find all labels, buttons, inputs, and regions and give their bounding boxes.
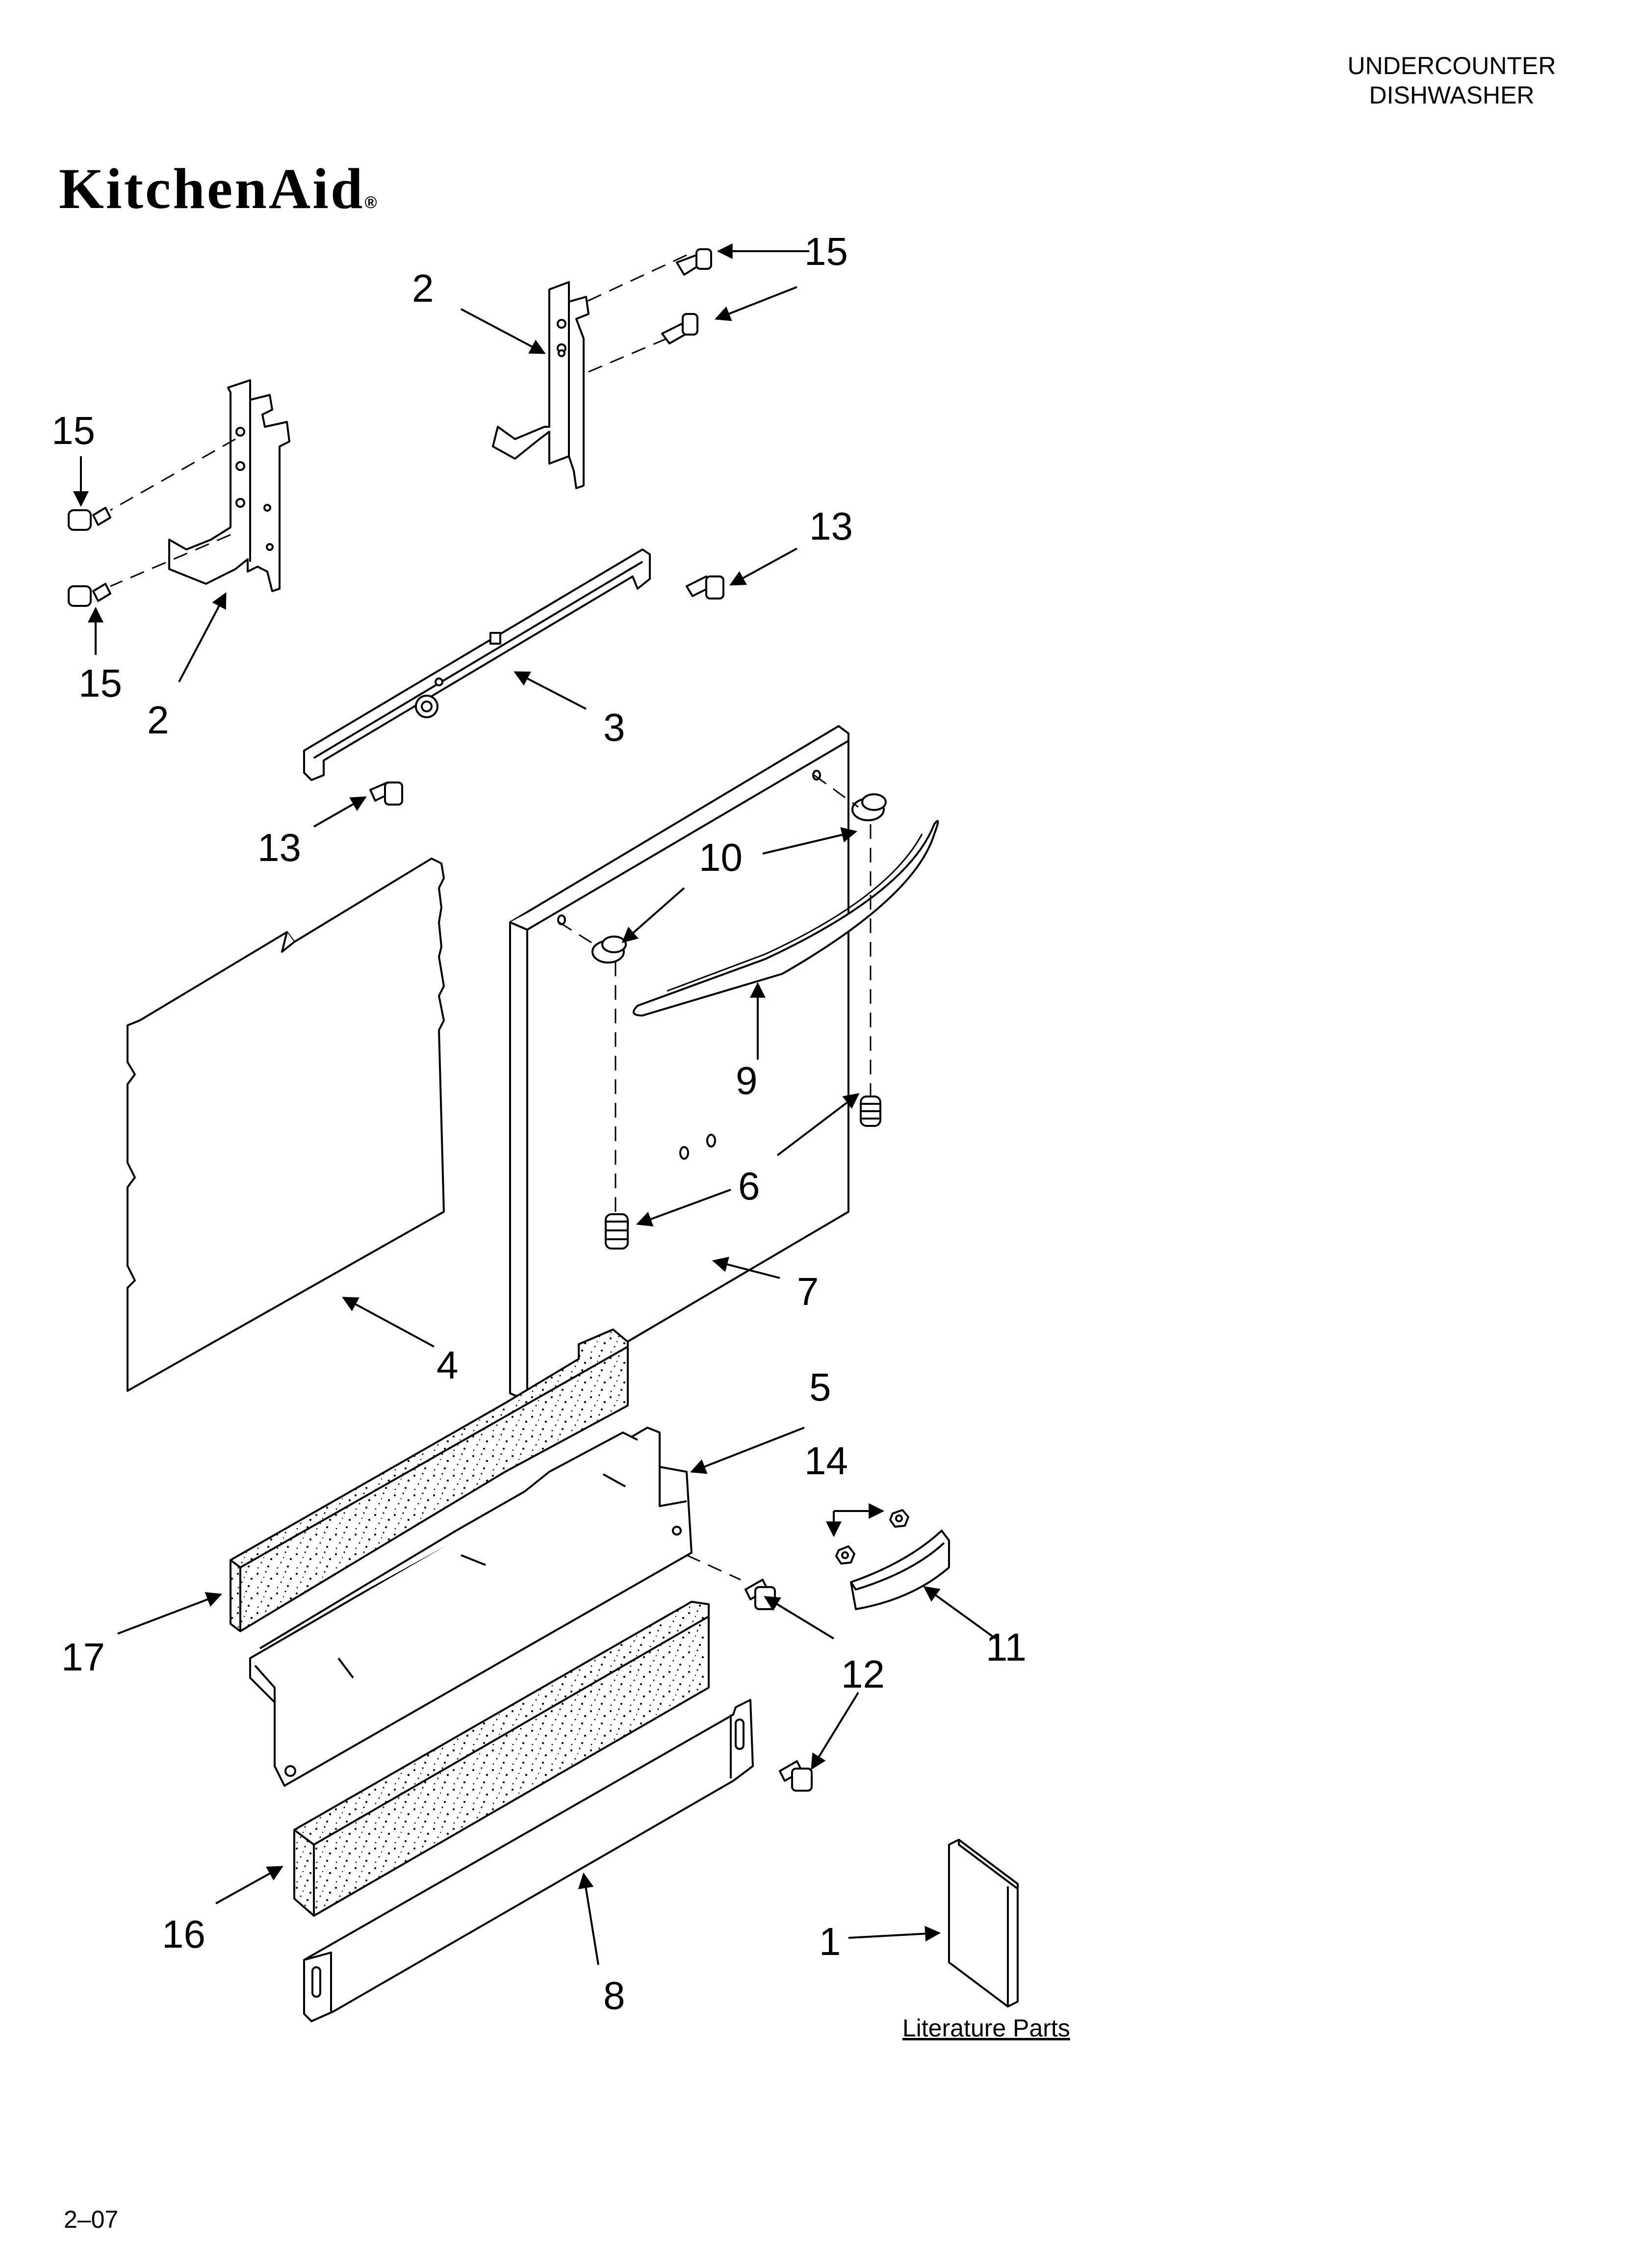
callout-8: 8 (603, 1974, 625, 2017)
callout-13-left: 13 (257, 826, 301, 869)
callout-1: 1 (819, 1920, 841, 1963)
callout-4: 4 (436, 1343, 459, 1387)
callout-3: 3 (603, 705, 625, 749)
callout-2-top: 2 (412, 266, 434, 310)
threaded-stud-right (860, 1095, 881, 1127)
callout-15-left-top: 15 (51, 409, 95, 452)
door-panel-back (127, 858, 445, 1392)
insulation-strip-upper (230, 1329, 629, 1632)
callout-10: 10 (699, 835, 743, 879)
alignment-lines (110, 254, 872, 1581)
callout-13-right: 13 (809, 504, 853, 548)
callout-2-left: 2 (147, 698, 169, 742)
callout-9: 9 (736, 1059, 758, 1102)
callout-16: 16 (162, 1912, 205, 1956)
callout-15-top-right: 15 (804, 230, 848, 273)
screw-13-left (369, 782, 403, 806)
handle-spacer-right (851, 793, 887, 821)
literature-booklet (948, 1839, 1019, 2007)
handle-spacer-left (591, 936, 627, 964)
callout-15-left-bottom: 15 (78, 661, 122, 705)
mounting-bracket-right (492, 281, 590, 489)
insulation-block-lower (293, 1601, 710, 1917)
page-code: 2–07 (64, 2206, 119, 2233)
toe-panel-bracket (249, 1427, 693, 1787)
callout-14: 14 (804, 1439, 848, 1483)
door-panel-front (509, 725, 849, 1402)
header-title-line2: DISHWASHER (1369, 81, 1535, 109)
screw-12-lower (779, 1760, 813, 1792)
callout-17: 17 (61, 1635, 105, 1679)
nut-upper (889, 1509, 909, 1528)
toe-kick-plate (303, 1699, 754, 2022)
screw-15-upper-right-1 (676, 248, 712, 276)
trim-cap (850, 1530, 950, 1610)
mounting-bracket-left (168, 379, 290, 592)
callout-11: 11 (986, 1625, 1026, 1669)
screw-13-right (686, 575, 724, 600)
screw-15-left-1 (68, 507, 111, 531)
callout-leaders (73, 243, 997, 1965)
screw-15-upper-right-2 (661, 313, 698, 344)
callout-5: 5 (809, 1365, 831, 1409)
callout-12: 12 (841, 1652, 885, 1696)
screw-15-left-2 (68, 583, 111, 607)
kitchenaid-logo: KitchenAid® (59, 156, 379, 221)
callout-7: 7 (797, 1270, 819, 1313)
nut-lower (835, 1545, 855, 1564)
screw-12-upper (744, 1579, 776, 1610)
door-handle (633, 820, 939, 1017)
callout-6: 6 (738, 1164, 760, 1208)
mounting-rail (303, 548, 651, 781)
literature-parts-label: Literature Parts (902, 2014, 1070, 2042)
header-title-line1: UNDERCOUNTER (1347, 52, 1556, 79)
threaded-stud-left (605, 1213, 629, 1250)
